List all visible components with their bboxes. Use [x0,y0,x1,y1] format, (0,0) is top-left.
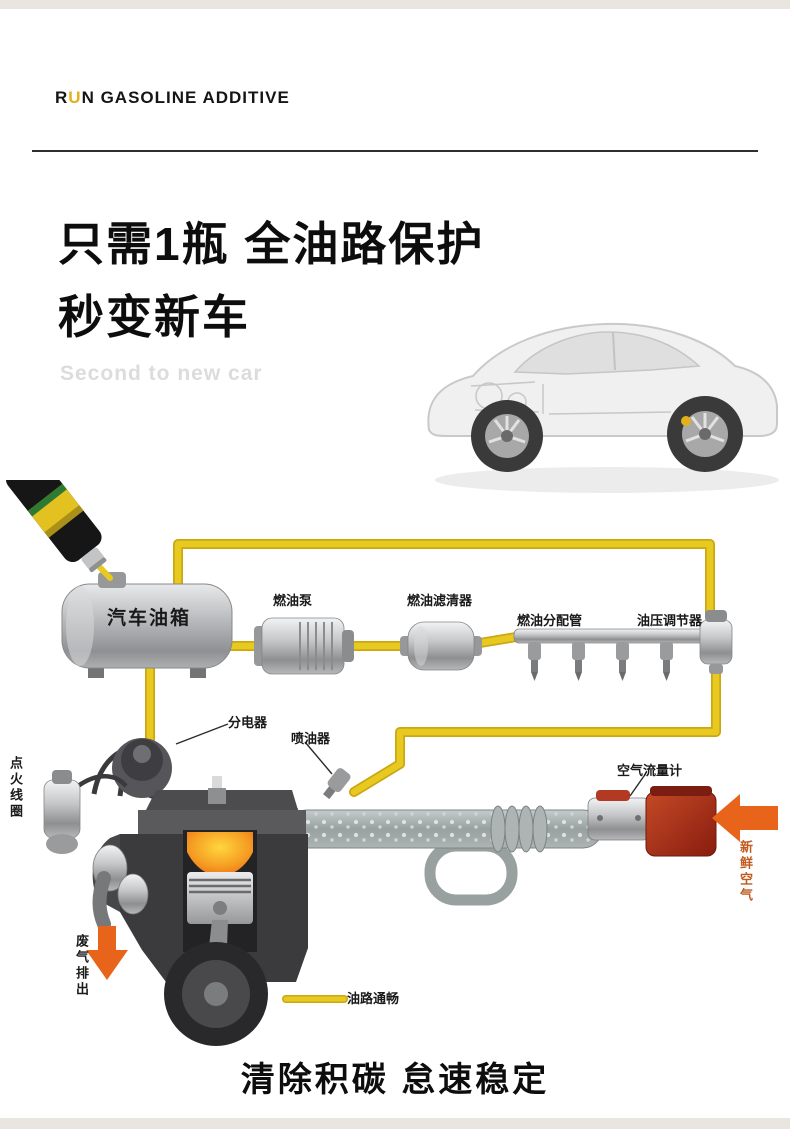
car-illustration [427,322,779,493]
brand-logo: RUN GASOLINE ADDITIVE [55,88,290,108]
fuel-system-diagram [5,480,778,1046]
fuel-pump-label: 燃油泵 [273,593,313,608]
car-brake-caliper [681,416,691,426]
combustion-flame [187,832,253,876]
fuel-tank [61,572,233,678]
injector-part [322,768,351,800]
car-rear-wheel [667,396,743,472]
brand-letter-r: R [55,88,69,107]
brand-letter-u: U [68,88,82,107]
fuel-filter-label: 燃油滤清器 [407,593,473,608]
air-flow-meter-label: 空气流量计 [617,763,683,778]
label-leader-lines [175,723,645,797]
product-bottle [5,480,113,581]
engine-cutaway [92,776,308,1046]
spark-plug [212,776,222,790]
brand-rest: N GASOLINE ADDITIVE [81,88,290,107]
intake-pipe [252,805,603,906]
pressure-regulator [699,610,733,674]
air-flow-meter-part [587,790,651,841]
air-filter-box [645,786,717,857]
footer-tagline: 清除积碳 怠速稳定 [240,1061,550,1099]
fuel-lines [145,539,721,797]
injector-label: 喷油器 [291,731,331,746]
fresh-air-label: 新鲜空气 [738,840,753,904]
exhaust-arrow [86,926,128,980]
ignition-coil-part [43,770,128,854]
fuel-rail [513,628,707,681]
rail-injectors [528,642,673,681]
fuel-tank-label: 汽车油箱 [106,608,191,629]
hero-title-line2: 秒变新车 [58,291,250,343]
top-edge-strip [0,0,790,9]
fuel-pump [254,617,354,675]
header-divider [32,150,758,152]
exhaust-elbow [92,871,111,931]
ignition-coil-label: 点火线圈 [8,756,23,820]
fresh-air-arrow [712,794,778,842]
distributor-part [91,738,172,799]
exhaust-label: 废气排出 [74,934,89,998]
pressure-regulator-label: 油压调节器 [637,613,703,628]
car-front-wheel [471,400,543,472]
hero-subtitle: Second to new car [60,362,263,385]
car-shadow [435,467,779,493]
fuel-filter [400,621,482,671]
fuel-rail-label: 燃油分配管 [517,613,583,628]
distributor-label: 分电器 [228,715,268,730]
bottom-edge-strip [0,1118,790,1129]
hero-title-line1: 只需1瓶 全油路保护 [58,218,485,270]
oil-path-label: 油路通畅 [347,991,400,1006]
